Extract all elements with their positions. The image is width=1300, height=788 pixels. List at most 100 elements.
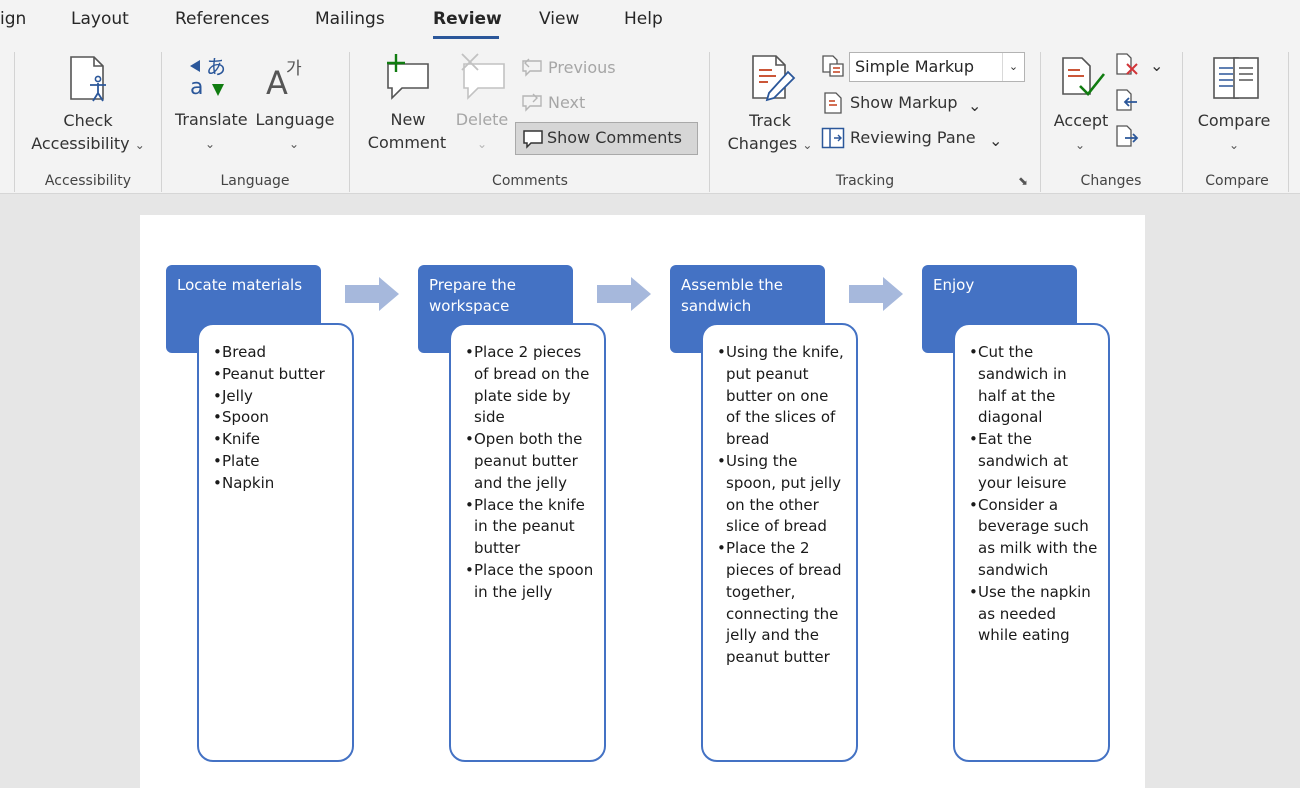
chevron-down-icon: ⌄: [476, 137, 488, 151]
svg-text:A: A: [266, 64, 288, 100]
markup-select[interactable]: Simple Markup ⌄: [849, 52, 1025, 82]
translate-label: Translate: [175, 110, 248, 129]
chevron-down-icon[interactable]: ⌄: [1002, 53, 1024, 81]
compare-label: Compare: [1197, 111, 1271, 130]
previous-change-icon: [1116, 89, 1137, 111]
list-item: Bread: [213, 342, 343, 364]
track-changes-line2: Changes ⌄: [720, 133, 820, 156]
flow-arrow: [345, 277, 399, 311]
show-comments-label: Show Comments: [547, 128, 682, 147]
step-title: Assemble the sandwich: [681, 276, 784, 315]
comment-icon: [523, 130, 543, 149]
step-list: Using the knife, put peanut butter on on…: [717, 342, 847, 669]
group-separator: [349, 52, 350, 192]
list-item: Plate: [213, 451, 343, 473]
comment-label: Comment: [367, 133, 447, 152]
previous-comment-icon: [522, 58, 542, 77]
group-separator: [1182, 52, 1183, 192]
group-label-tracking: Tracking: [835, 173, 895, 189]
list-item: Knife: [213, 429, 343, 451]
track-changes-icon: [752, 55, 796, 102]
dialog-launcher-icon[interactable]: ⬊: [1018, 174, 1029, 188]
next-comment-icon: [522, 93, 542, 112]
group-separator: [161, 52, 162, 192]
display-for-review-icon: [822, 55, 844, 77]
step-list: Cut the sandwich in half at the diagonal…: [969, 342, 1099, 647]
translate-icon: あ a: [190, 55, 226, 100]
step-card[interactable]: Place 2 pieces of bread on the plate sid…: [449, 323, 606, 762]
show-comments-button[interactable]: Show Comments: [515, 122, 698, 155]
list-item: Jelly: [213, 386, 343, 408]
list-item: Using the knife, put peanut butter on on…: [717, 342, 847, 451]
ribbon: Check Accessibility ⌄ Accessibility あ a …: [0, 42, 1300, 194]
ribbon-tabs: ign Layout References Mailings Review Vi…: [0, 0, 1300, 42]
svg-text:a: a: [190, 75, 203, 100]
active-tab-indicator: [433, 36, 499, 39]
list-item: Napkin: [213, 473, 343, 495]
chevron-down-icon: ⌄: [1228, 138, 1240, 152]
next-label: Next: [548, 93, 586, 112]
chevron-down-icon: ⌄: [802, 138, 813, 152]
group-label-compare: Compare: [1205, 173, 1269, 189]
markup-select-value: Simple Markup: [855, 57, 974, 76]
list-item: Using the spoon, put jelly on the other …: [717, 451, 847, 538]
chevron-down-icon: ⌄: [134, 138, 145, 152]
tab-layout[interactable]: Layout: [71, 9, 129, 29]
chevron-down-icon: ⌄: [288, 137, 300, 151]
previous-label: Previous: [548, 58, 616, 77]
check-label: Check: [63, 111, 113, 130]
new-label: New: [390, 110, 426, 129]
group-separator: [14, 52, 15, 192]
list-item: Eat the sandwich at your leisure: [969, 429, 1099, 494]
list-item: Place the 2 pieces of bread together, co…: [717, 538, 847, 669]
list-item: Place the knife in the peanut butter: [465, 495, 595, 560]
next-change-icon: [1116, 125, 1139, 147]
list-item: Consider a beverage such as milk with th…: [969, 495, 1099, 582]
flow-arrow: [849, 277, 903, 311]
compare-icon: [1213, 57, 1259, 99]
chevron-down-icon: ⌄: [204, 137, 216, 151]
group-separator: [1288, 52, 1289, 192]
list-item: Peanut butter: [213, 364, 343, 386]
svg-text:가: 가: [286, 59, 302, 79]
reject-icon: [1116, 53, 1138, 75]
tab-view[interactable]: View: [539, 9, 580, 29]
group-label-comments: Comments: [492, 173, 568, 189]
new-comment-icon: [387, 54, 429, 100]
delete-comment-icon: [461, 53, 505, 100]
group-label-accessibility: Accessibility: [44, 173, 132, 189]
tab-mailings[interactable]: Mailings: [315, 9, 385, 29]
chevron-down-icon: ⌄: [1074, 138, 1086, 152]
list-item: Open both the peanut butter and the jell…: [465, 429, 595, 494]
step-card[interactable]: Bread Peanut butter Jelly Spoon Knife Pl…: [197, 323, 354, 762]
flow-arrow: [597, 277, 651, 311]
changes-label: Changes: [727, 134, 798, 153]
step-card[interactable]: Using the knife, put peanut butter on on…: [701, 323, 858, 762]
show-markup-icon: [824, 92, 842, 114]
step-list: Place 2 pieces of bread on the plate sid…: [465, 342, 595, 604]
accessibility-label: Accessibility: [31, 134, 130, 153]
step-card[interactable]: Cut the sandwich in half at the diagonal…: [953, 323, 1110, 762]
list-item: Spoon: [213, 407, 343, 429]
reviewing-pane-label: Reviewing Pane: [850, 128, 976, 147]
show-markup-label: Show Markup: [850, 93, 958, 112]
tab-design[interactable]: ign: [0, 9, 27, 29]
tab-review[interactable]: Review: [433, 9, 502, 29]
language-icon: A 가: [266, 59, 302, 100]
step-title: Prepare the workspace: [429, 276, 517, 315]
chevron-down-icon: ⌄: [1150, 56, 1164, 75]
list-item: Cut the sandwich in half at the diagonal: [969, 342, 1099, 429]
accept-label: Accept: [1053, 111, 1109, 130]
accessibility-label-line2: Accessibility ⌄: [28, 133, 148, 156]
step-title: Locate materials: [177, 276, 303, 294]
group-separator: [1040, 52, 1041, 192]
group-label-language: Language: [220, 173, 290, 189]
accessibility-check-icon: [70, 56, 106, 102]
accept-icon: [1062, 57, 1106, 96]
delete-label: Delete: [455, 110, 509, 129]
step-title: Enjoy: [933, 276, 975, 294]
tab-references[interactable]: References: [175, 9, 270, 29]
chevron-down-icon: ⌄: [989, 131, 1003, 150]
svg-text:あ: あ: [206, 55, 226, 79]
tab-help[interactable]: Help: [624, 9, 663, 29]
